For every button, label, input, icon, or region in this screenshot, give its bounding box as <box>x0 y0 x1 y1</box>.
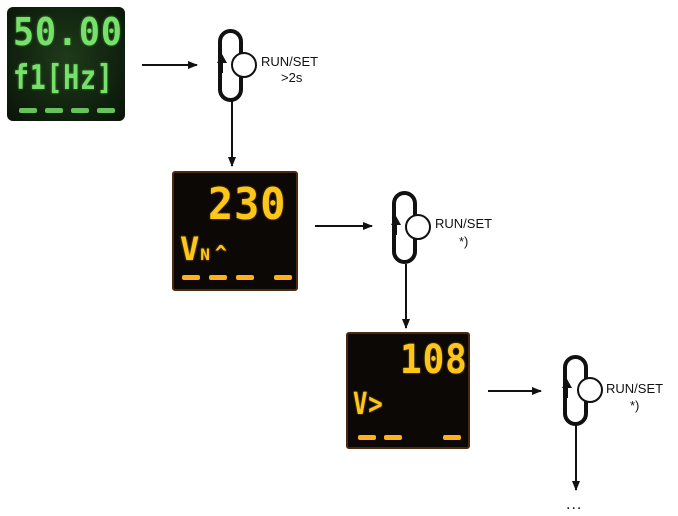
button-label-3: RUN/SET <box>606 381 664 396</box>
display-indicator <box>274 275 292 280</box>
display-value: 230 <box>208 179 287 230</box>
button-condition-1: >2s <box>281 70 303 85</box>
run-set-button-icon-3 <box>562 355 603 426</box>
overvoltage-display: 108 V> <box>346 332 470 449</box>
display-indicator <box>71 108 89 113</box>
display-value: 50.00 <box>13 10 123 54</box>
display-value: 108 <box>400 337 468 383</box>
button-label-1: RUN/SET <box>261 54 319 69</box>
display-label: VN^ <box>180 230 228 268</box>
display-indicator <box>45 108 63 113</box>
display-indicator <box>236 275 254 280</box>
display-indicator <box>443 435 461 440</box>
display-indicator <box>209 275 227 280</box>
voltage-nominal-display: 230 VN^ <box>172 171 298 291</box>
frequency-display: 50.00 f1[Hz] <box>7 7 125 121</box>
display-indicator <box>358 435 376 440</box>
display-label: f1[Hz] <box>13 58 114 98</box>
display-indicator <box>19 108 37 113</box>
run-set-button-icon-1 <box>217 29 257 102</box>
button-condition-2: *) <box>459 234 469 249</box>
continuation-ellipsis: ... <box>566 496 583 513</box>
display-indicator <box>97 108 115 113</box>
display-label: V> <box>353 387 384 422</box>
display-indicator <box>182 275 200 280</box>
display-indicator <box>384 435 402 440</box>
button-condition-3: *) <box>630 398 640 413</box>
button-label-2: RUN/SET <box>435 216 493 231</box>
run-set-button-icon-2 <box>391 191 431 264</box>
